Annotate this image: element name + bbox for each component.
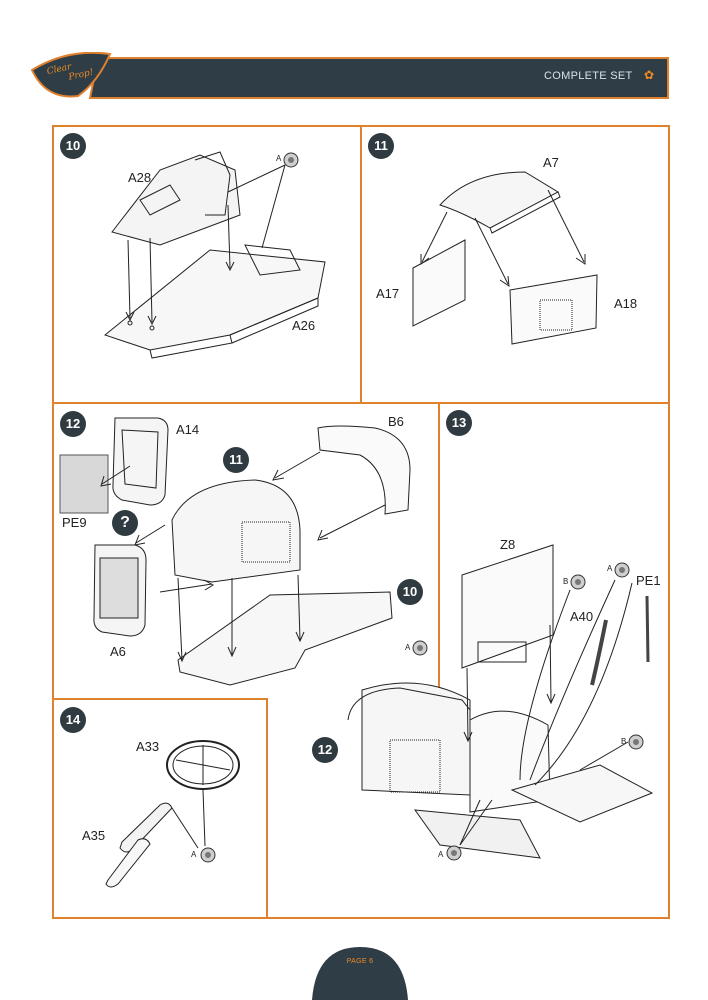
part-label-a33: A33 — [136, 739, 160, 754]
part-label-pe1: PE1 — [636, 573, 661, 588]
step-badge-10: 10 — [60, 133, 86, 159]
step-badge-11: 11 — [368, 133, 394, 159]
glue-label-a-upper: A — [607, 564, 613, 573]
part-label-b6: B6 — [388, 414, 404, 429]
part-label-a7: A7 — [543, 155, 559, 170]
part-label-z8: Z8 — [500, 537, 516, 552]
step-badge-12: 12 — [60, 411, 86, 437]
part-label-a26: A26 — [292, 318, 316, 333]
glue-label-a-mid: A — [405, 643, 411, 652]
question-badge: ? — [112, 510, 138, 536]
step11-drawing — [412, 171, 598, 345]
glue-label-a: A — [276, 154, 282, 163]
page-tab — [312, 947, 408, 1000]
glue-marker-fills — [205, 157, 639, 858]
step13-drawing — [347, 544, 654, 859]
step12-drawing — [59, 417, 411, 686]
part-label-pe9: PE9 — [62, 515, 87, 530]
glue-label-b-upper: B — [563, 577, 569, 586]
step10-drawing — [103, 151, 326, 359]
part-label-a14: A14 — [176, 422, 200, 437]
ref-badge-11: 11 — [223, 447, 249, 473]
part-label-a18: A18 — [614, 296, 638, 311]
gear-icon: ✿ — [644, 68, 655, 82]
part-label-a28: A28 — [128, 170, 152, 185]
panel-step-11 — [360, 125, 670, 404]
part-label-a35: A35 — [82, 828, 106, 843]
part-label-a17: A17 — [376, 286, 400, 301]
page-number: PAGE 6 — [346, 958, 374, 965]
glue-label-b-lower: B — [621, 737, 627, 746]
step-badge-14: 14 — [60, 707, 86, 733]
header-bar — [28, 52, 670, 102]
set-title: COMPLETE SET — [544, 70, 633, 82]
glue-label-a-lower: A — [438, 850, 444, 859]
ref-badge-10: 10 — [397, 579, 423, 605]
step-badge-13: 13 — [446, 410, 472, 436]
part-label-a40: A40 — [570, 609, 594, 624]
glue-label-a-step14: A — [191, 850, 197, 859]
header-bar-shape — [30, 52, 669, 99]
ref-badge-12: 12 — [312, 737, 338, 763]
part-label-a6: A6 — [110, 644, 126, 659]
step14-drawing — [105, 740, 240, 888]
